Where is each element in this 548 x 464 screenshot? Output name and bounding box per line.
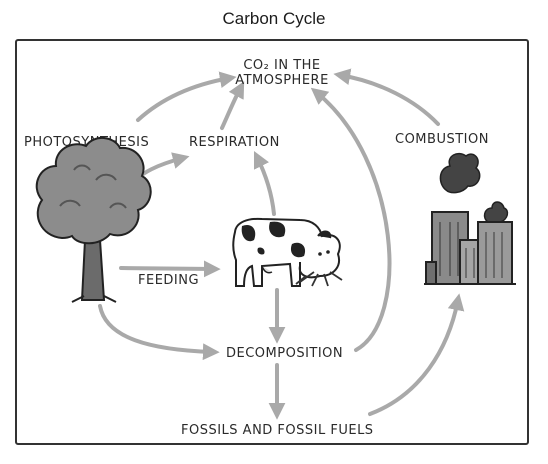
cow-icon bbox=[232, 217, 343, 287]
label-respiration: RESPIRATION bbox=[189, 135, 280, 150]
arrow-feeding bbox=[119, 260, 221, 278]
diagram-title: Carbon Cycle bbox=[222, 9, 326, 28]
arrow-respiration-to-atmosphere bbox=[220, 81, 245, 130]
tree-icon bbox=[35, 137, 152, 303]
arrow-tree-to-decomposition bbox=[98, 304, 220, 361]
arrow-fossils-to-factory bbox=[368, 293, 465, 416]
label-fossils: FOSSILS AND FOSSIL FUELS bbox=[181, 423, 374, 438]
factory-icon bbox=[424, 152, 516, 285]
label-feeding: FEEDING bbox=[138, 273, 199, 288]
arrow-photosynthesis-to-atmosphere bbox=[136, 71, 237, 122]
label-co2-line2: ATMOSPHERE bbox=[235, 73, 329, 88]
arrow-combustion-to-atmosphere bbox=[333, 68, 440, 126]
arrow-decomposition-to-atmosphere bbox=[310, 87, 392, 352]
label-decomposition: DECOMPOSITION bbox=[226, 346, 343, 361]
label-co2-line1: CO₂ IN THE bbox=[243, 58, 320, 73]
label-combustion: COMBUSTION bbox=[395, 132, 489, 147]
arrow-cow-to-respiration bbox=[253, 150, 276, 216]
